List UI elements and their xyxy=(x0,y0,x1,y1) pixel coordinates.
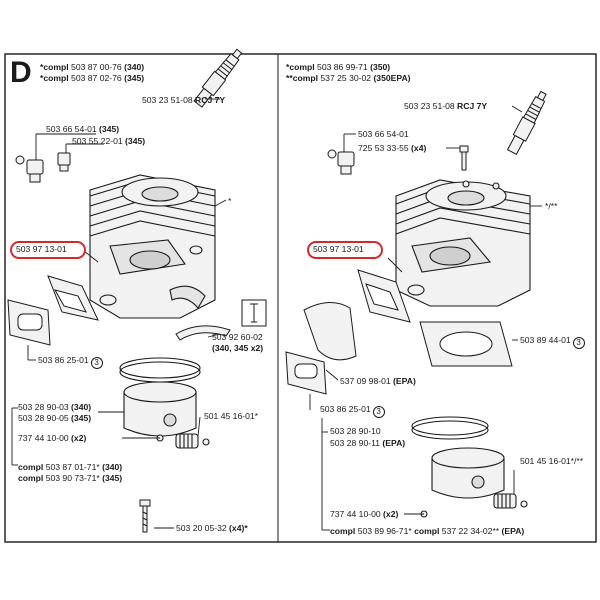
left-screw xyxy=(139,499,151,533)
right-part-c-label: 725 53 33-55 (x4) xyxy=(358,143,427,153)
left-fittings xyxy=(15,152,71,183)
right-bearing-label: 501 45 16-01*/** xyxy=(520,456,584,466)
left-part-92-label: 503 92 60-02 xyxy=(212,332,263,342)
right-cylinder xyxy=(395,179,531,307)
left-cylinder-mark: * xyxy=(228,196,232,206)
left-kit-label-1: compl 503 87 01-71* (340) xyxy=(18,462,123,472)
right-fittings xyxy=(327,145,469,175)
left-leader-lines xyxy=(11,98,227,529)
left-part-b-label: 503 55 22-01 (345) xyxy=(72,136,146,146)
right-piston-label-1: 503 28 90-10 xyxy=(330,426,381,436)
right-piston-assembly xyxy=(411,416,528,518)
left-gasket-86-ref: 3 xyxy=(90,357,103,369)
right-cylinder-mark: */** xyxy=(545,201,558,211)
right-spark-plug xyxy=(506,90,547,156)
left-screw-label: 503 20 05-32 (x4)* xyxy=(176,523,248,533)
right-gaskets xyxy=(285,269,513,395)
left-part-a-label: 503 66 54-01 (345) xyxy=(46,124,120,134)
left-gasket-highlight-label: 503 97 13-01 xyxy=(16,244,67,254)
left-pin-label: 737 44 10-00 (x2) xyxy=(18,433,87,443)
right-spark-plug-label: 503 23 51-08 RCJ 7Y xyxy=(404,101,488,111)
right-shield-label: 537 09 98-01 (EPA) xyxy=(340,376,416,386)
left-header-line-1: *compl 503 87 00-76 (340) xyxy=(40,62,145,72)
right-leader-lines xyxy=(309,105,542,531)
left-wrench-box xyxy=(241,299,267,327)
left-part-92-variant: (340, 345 x2) xyxy=(212,343,264,353)
outer-frame xyxy=(4,53,597,543)
left-gasket-highlight xyxy=(10,241,86,259)
left-clip xyxy=(175,325,231,341)
right-piston-label-2: 503 28 90-11 (EPA) xyxy=(330,438,406,448)
left-spark-plug xyxy=(193,48,243,108)
left-bearing-label: 501 45 16-01* xyxy=(204,411,258,421)
left-header-prefix-1: *compl xyxy=(40,62,69,72)
left-piston-label-1: 503 28 90-03 (340) xyxy=(18,402,92,412)
right-kit-label: compl 503 89 96-71* compl 537 22 34-02**… xyxy=(330,526,525,536)
section-letter: D xyxy=(10,56,32,89)
left-header-prefix-2: *compl xyxy=(40,73,69,83)
right-gasket-highlight-label: 503 97 13-01 xyxy=(313,244,364,254)
right-header-line-2: **compl 537 25 30-02 (350EPA) xyxy=(286,73,411,83)
left-kit-label-2: compl 503 90 73-71* (345) xyxy=(18,473,123,483)
right-part-a-label: 503 66 54-01 xyxy=(358,129,409,139)
left-spark-plug-label: 503 23 51-08 RCJ 7Y xyxy=(142,95,226,105)
right-gasket-highlight xyxy=(307,241,383,259)
right-gasket-86-ref: 3 xyxy=(372,406,385,418)
left-header-line-2: *compl 503 87 02-76 (345) xyxy=(40,73,145,83)
left-gaskets xyxy=(7,275,99,346)
left-cylinder xyxy=(89,174,216,319)
right-header-line-1: *compl 503 86 99-71 (350) xyxy=(286,62,391,72)
left-piston-label-2: 503 28 90-05 (345) xyxy=(18,413,92,423)
right-pin-label: 737 44 10-00 (x2) xyxy=(330,509,399,519)
left-piston-assembly xyxy=(119,357,210,449)
right-gasket-89-ref: 3 xyxy=(572,337,585,349)
